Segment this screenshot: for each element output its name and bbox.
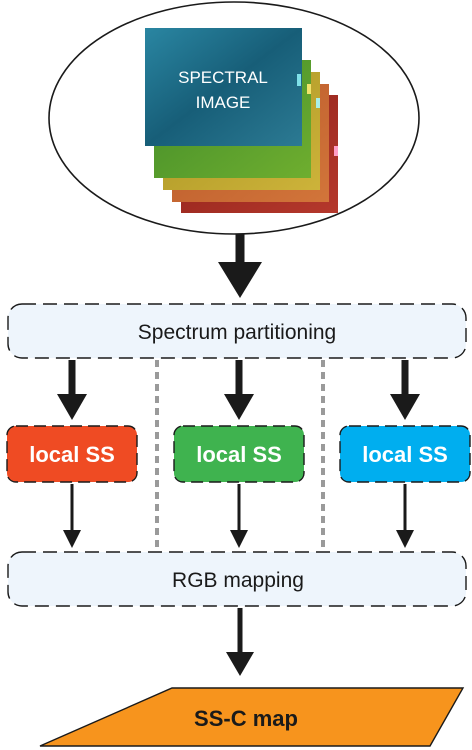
- input-label-line1: SPECTRAL: [178, 68, 268, 87]
- rgb-mapping-label: RGB mapping: [172, 569, 304, 592]
- layer-accent: [307, 84, 311, 94]
- layer-accent: [334, 146, 338, 156]
- arrow-to-output: [226, 608, 254, 676]
- layer-accent: [316, 98, 320, 108]
- input-label-line2: IMAGE: [196, 93, 251, 112]
- layer-accent: [297, 74, 301, 86]
- arrow-to-partitioning: [218, 234, 262, 298]
- arrows-to-local-blocks: [57, 360, 420, 420]
- partitioning-box: [7, 303, 467, 359]
- rgb-mapping-box: [7, 551, 467, 607]
- output-label: SS-C map: [194, 706, 298, 731]
- local-block-label: local SS: [362, 442, 448, 467]
- output-shape: [39, 687, 465, 747]
- local-block-red: local SS: [6, 425, 138, 483]
- local-block-label: local SS: [29, 442, 115, 467]
- local-block-green: local SS: [173, 425, 305, 483]
- rgb-mapping-stage: RGB mapping: [7, 551, 467, 607]
- partitioning-label: Spectrum partitioning: [138, 321, 336, 344]
- local-block-blue: local SS: [339, 425, 471, 483]
- output-ss-c-map: SS-C map: [39, 687, 465, 747]
- layer-cyan: [145, 28, 302, 146]
- local-block-label: local SS: [196, 442, 282, 467]
- spectrum-partitioning-stage: Spectrum partitioning: [7, 303, 467, 359]
- arrows-to-rgb-mapping: [63, 484, 414, 548]
- spectral-image-group: SPECTRAL IMAGE: [48, 1, 420, 235]
